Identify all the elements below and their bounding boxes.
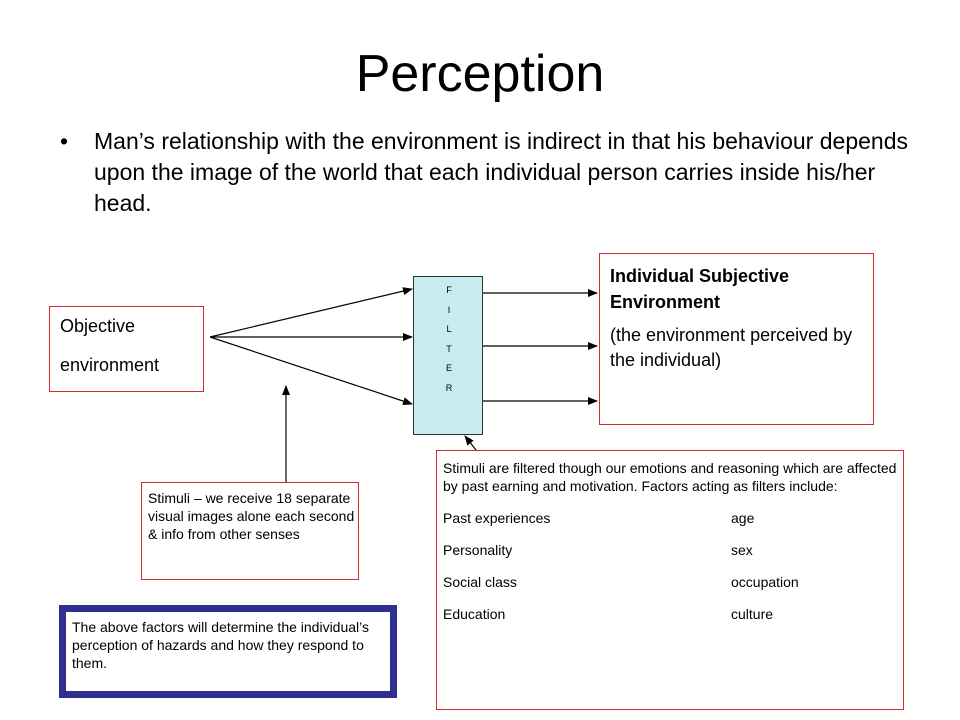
subjective-environment-box: Individual Subjective Environment (the e… bbox=[599, 253, 874, 425]
stimuli-box: Stimuli – we receive 18 separate visual … bbox=[141, 482, 359, 580]
factor-row: Education culture bbox=[443, 605, 903, 623]
filter-box: F I L T E R bbox=[413, 276, 483, 435]
bullet-marker: • bbox=[60, 128, 69, 154]
arrow-objective-to-filter-top bbox=[209, 287, 413, 338]
factor-left: Education bbox=[443, 606, 506, 622]
objective-label-line2: environment bbox=[60, 355, 160, 375]
factor-row: Personality sex bbox=[443, 541, 903, 559]
objective-environment-box: Objective environment bbox=[49, 306, 204, 392]
subjective-environment-title: Individual Subjective Environment bbox=[610, 266, 790, 312]
summary-text: The above factors will determine the ind… bbox=[72, 619, 370, 671]
factor-left: Social class bbox=[443, 574, 517, 590]
bullet-text: Man’s relationship with the environment … bbox=[94, 128, 908, 216]
factor-row: Past experiences age bbox=[443, 509, 903, 527]
factor-left: Personality bbox=[443, 542, 513, 558]
factor-row: Social class occupation bbox=[443, 573, 903, 591]
factor-right: occupation bbox=[731, 574, 799, 590]
factor-right: age bbox=[731, 510, 755, 526]
stimuli-text: Stimuli – we receive 18 separate visual … bbox=[148, 490, 355, 542]
objective-label-line1: Objective bbox=[60, 316, 136, 336]
summary-box: The above factors will determine the ind… bbox=[59, 605, 397, 698]
slide-title: Perception bbox=[355, 45, 605, 103]
factor-right: sex bbox=[731, 542, 753, 558]
arrow-objective-to-filter-bottom bbox=[209, 336, 413, 405]
filter-letter: E bbox=[445, 363, 452, 373]
filter-letter: L bbox=[446, 324, 452, 334]
filter-letter: F bbox=[446, 285, 452, 295]
subjective-environment-description: (the environment perceived by the indivi… bbox=[610, 325, 853, 370]
factor-left: Past experiences bbox=[443, 510, 551, 526]
factor-right: culture bbox=[731, 606, 774, 622]
filter-letter: I bbox=[447, 304, 451, 315]
arrow-filters-info-to-filter bbox=[464, 435, 477, 451]
filters-intro-text: Stimuli are filtered though our emotions… bbox=[443, 460, 897, 494]
filter-letter: T bbox=[446, 343, 452, 354]
filter-letter: R bbox=[445, 382, 453, 393]
filters-info-box: Stimuli are filtered though our emotions… bbox=[436, 450, 904, 710]
filter-letters: F I L T E R bbox=[414, 281, 484, 398]
